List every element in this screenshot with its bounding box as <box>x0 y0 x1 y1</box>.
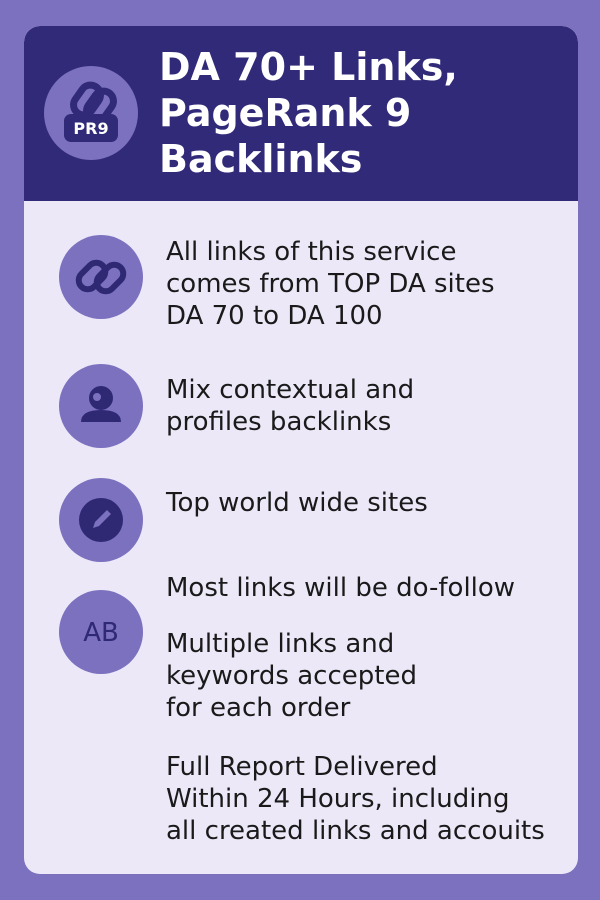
ab-icon-text: AB <box>83 618 119 648</box>
pencil-icon <box>59 478 143 562</box>
card-header: PR9 DA 70+ Links, PageRank 9 Backlinks <box>24 26 578 201</box>
feature-text-3: Top world wide sites <box>166 488 428 518</box>
link-pr9-icon: PR9 <box>44 66 138 160</box>
profile-icon <box>59 364 143 448</box>
feature-text-5: Multiple links and keywords accepted for… <box>166 629 417 723</box>
feature-text-1: All links of this service comes from TOP… <box>166 237 495 331</box>
feature-text-6: Full Report Delivered Within 24 Hours, i… <box>166 752 545 846</box>
badge-text: PR9 <box>73 119 108 138</box>
ab-icon: AB <box>59 590 143 674</box>
page-title: DA 70+ Links, PageRank 9 Backlinks <box>159 45 458 181</box>
feature-text-4: Most links will be do-follow <box>166 573 516 603</box>
link-icon <box>59 235 143 319</box>
feature-card: PR9 DA 70+ Links, PageRank 9 Backlinks A… <box>24 26 578 874</box>
feature-text-2: Mix contextual and profiles backlinks <box>166 375 415 437</box>
